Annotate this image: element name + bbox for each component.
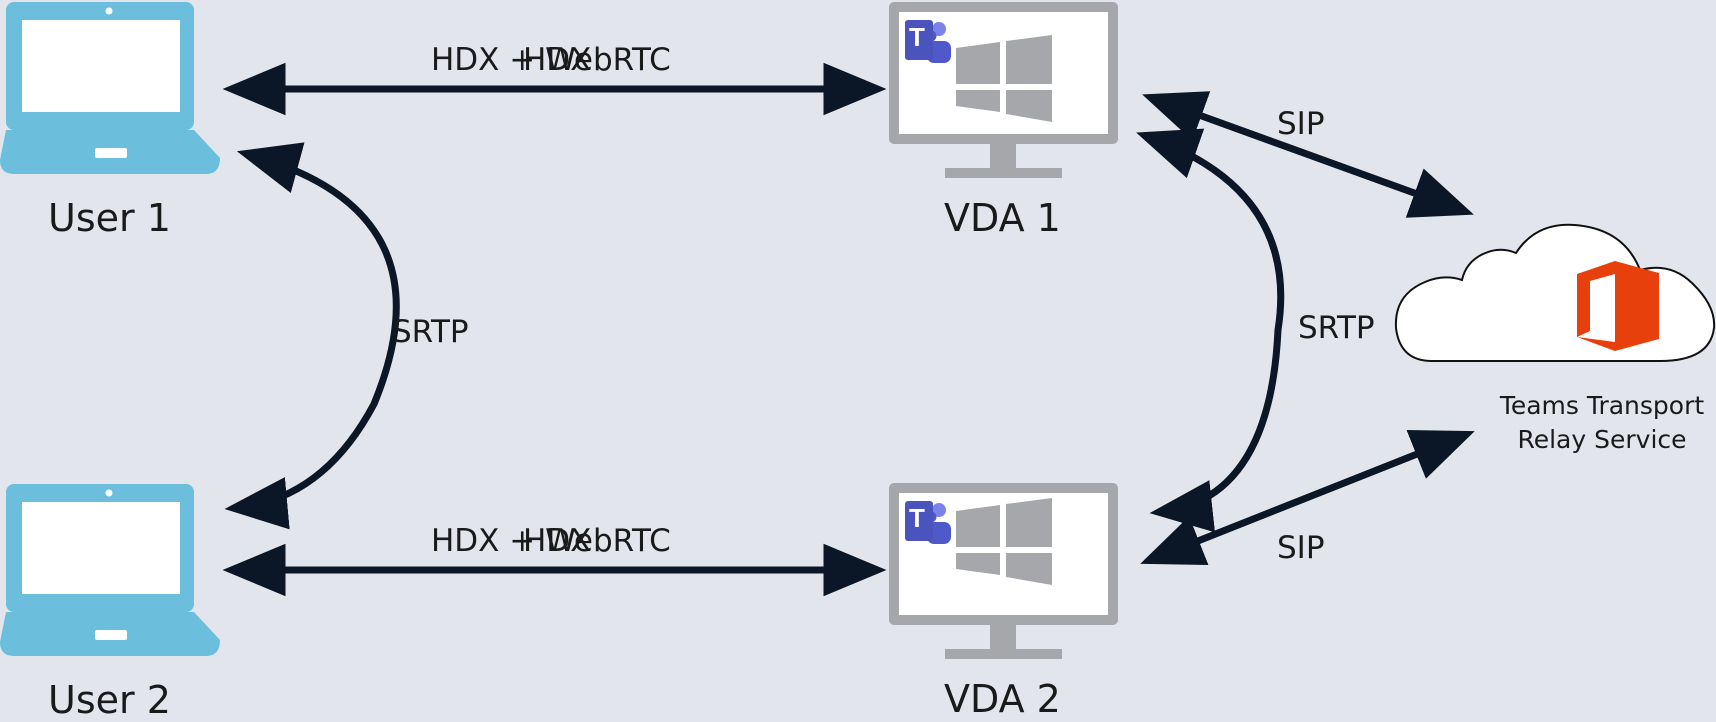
vda2-teams-letter: T [909,503,925,533]
edge-hdx-bottom-overlay: HDX [523,523,592,559]
user2-label: User 2 [48,678,171,722]
edge-hdx-top-label: HDX + WebRTC [431,42,671,78]
relay-label-line1: Teams Transport [1499,391,1705,420]
vda1-label: VDA 1 [944,196,1061,240]
office-icon [1577,261,1659,351]
vda1-teams-icon [905,20,951,63]
edge-sip-top [1142,91,1474,218]
edge-hdx-bottom-label: HDX + WebRTC [431,523,671,559]
edge-srtp-vdas-label: SRTP [1298,310,1375,346]
user2-laptop-icon [0,484,220,656]
vda1-teams-letter: T [909,22,925,52]
edge-sip-bottom [1140,429,1475,566]
edge-srtp-users-label: SRTP [392,314,469,350]
edge-sip-top-label: SIP [1277,106,1325,142]
cloud-icon [1394,223,1716,362]
edge-sip-bottom-label: SIP [1277,530,1325,566]
edge-srtp-vdas [1136,128,1285,533]
edge-srtp-users [224,142,400,530]
relay-service-label: Teams Transport Relay Service [1494,389,1710,457]
relay-label-line2: Relay Service [1517,425,1687,454]
vda2-teams-icon [905,501,951,544]
edge-hdx-top-overlay: HDX [523,42,592,78]
vda2-label: VDA 2 [944,677,1061,721]
user1-label: User 1 [48,196,171,240]
user1-laptop-icon [0,2,220,174]
